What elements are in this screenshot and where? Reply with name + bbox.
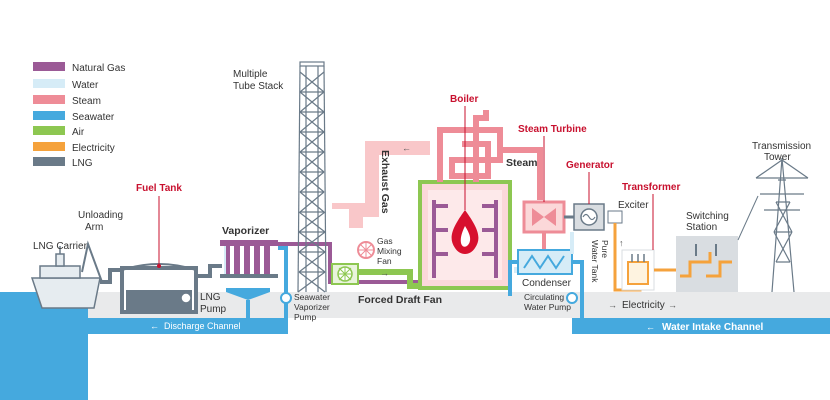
lng-pump-label-1: LNG bbox=[200, 292, 221, 303]
fuel-tank-label: Fuel Tank bbox=[136, 183, 182, 194]
seawater-vaporizer-pump-label-1: Seawater bbox=[294, 292, 330, 302]
seawater-vaporizer-pump-label-3: Pump bbox=[294, 312, 316, 322]
switching-station-label-2: Station bbox=[686, 222, 717, 233]
lng-pump-label-2: Pump bbox=[200, 304, 227, 315]
transformer-label: Transformer bbox=[622, 182, 680, 193]
pure-water-tank-label-2: Water Tank bbox=[590, 240, 600, 283]
forced-draft-fan-label: Forced Draft Fan bbox=[358, 294, 442, 306]
transformer bbox=[621, 249, 655, 291]
lng-carrier-label: LNG Carrier bbox=[33, 241, 88, 252]
seawater-vaporizer-pump-icon bbox=[280, 292, 292, 304]
unloading-arm-label-1: Unloading bbox=[78, 210, 123, 221]
circulating-water-pump-label-1: Circulating bbox=[524, 292, 564, 302]
legend-label-water: Water bbox=[72, 80, 99, 91]
legend-swatch-seawater bbox=[33, 111, 65, 120]
forced-draft-fan-icon bbox=[337, 266, 353, 282]
unloading-arm-label-2: Arm bbox=[85, 222, 103, 233]
steam-label: Steam bbox=[506, 157, 538, 169]
water-intake-channel-label: Water Intake Channel bbox=[662, 322, 764, 333]
transmission-tower-label-1: Transmission bbox=[752, 141, 811, 152]
lng-pipe-carrier-tank bbox=[100, 268, 122, 284]
natural-gas-pipe bbox=[278, 242, 420, 284]
fuel-tank-leader-dot bbox=[157, 264, 161, 268]
circulating-water-pump-icon bbox=[566, 292, 578, 304]
exciter bbox=[607, 210, 623, 224]
boiler-steam-coils bbox=[437, 110, 543, 200]
vaporizer bbox=[220, 240, 278, 300]
gas-mixing-fan bbox=[357, 241, 375, 259]
discharge-channel-label: Discharge Channel bbox=[164, 321, 241, 331]
circulating-water-pump-label-2: Water Pump bbox=[524, 302, 571, 312]
generator bbox=[573, 203, 605, 231]
gas-mixing-fan-label-3: Fan bbox=[377, 256, 392, 266]
legend-label-seawater: Seawater bbox=[72, 112, 115, 123]
switching-station-label-1: Switching bbox=[686, 211, 729, 222]
legend-swatch-natural-gas bbox=[33, 62, 65, 71]
legend: Natural Gas Water Steam Seawater Air Ele… bbox=[33, 62, 125, 169]
multiple-tube-stack-label-2: Tube Stack bbox=[233, 81, 284, 92]
exhaust-gas-duct-to-stack bbox=[332, 203, 359, 228]
electricity-arrow-up: ↑ bbox=[619, 238, 624, 248]
condenser-label: Condenser bbox=[522, 278, 572, 289]
gas-mixing-fan-label-1: Gas bbox=[377, 236, 393, 246]
electricity-arrow-right: → bbox=[668, 300, 677, 310]
legend-label-steam: Steam bbox=[72, 96, 101, 107]
gas-mixing-fan-label-2: Mixing bbox=[377, 246, 402, 256]
steam-turbine bbox=[522, 200, 566, 250]
condenser-discharge-pipe bbox=[508, 260, 518, 296]
electricity-label: Electricity bbox=[622, 300, 665, 311]
air-arrow: → bbox=[380, 268, 389, 278]
legend-label-lng: LNG bbox=[72, 158, 93, 169]
lng-pipe-tank-vaporizer bbox=[196, 264, 222, 278]
discharge-channel bbox=[88, 318, 288, 334]
legend-label-natural-gas: Natural Gas bbox=[72, 63, 125, 74]
multiple-tube-stack-label-1: Multiple bbox=[233, 69, 268, 80]
multiple-tube-stack bbox=[297, 61, 327, 293]
switching-station bbox=[676, 236, 738, 292]
pure-water-tank-label-1: Pure bbox=[600, 240, 610, 258]
transmission-tower-label-2: Tower bbox=[764, 152, 791, 163]
unloading-arm bbox=[81, 240, 103, 283]
electricity-arrow-left: → bbox=[608, 300, 617, 310]
steam-turbine-label: Steam Turbine bbox=[518, 124, 587, 135]
discharge-channel-arrow: ← bbox=[150, 321, 159, 331]
station-to-tower-line bbox=[737, 195, 759, 241]
legend-label-electricity: Electricity bbox=[72, 143, 115, 154]
circulating-water-pipe bbox=[572, 260, 584, 318]
legend-swatch-water bbox=[33, 79, 65, 88]
exhaust-gas-label: Exhaust Gas bbox=[379, 150, 391, 214]
seawater-vaporizer-pump-label-2: Vaporizer bbox=[294, 302, 330, 312]
lng-carrier bbox=[30, 246, 101, 309]
exhaust-arrow-1: ← bbox=[402, 143, 411, 153]
condenser bbox=[517, 249, 573, 275]
water-intake-channel bbox=[572, 318, 830, 334]
legend-label-air: Air bbox=[72, 127, 85, 138]
legend-swatch-steam bbox=[33, 95, 65, 104]
legend-swatch-lng bbox=[33, 157, 65, 166]
sea-left bbox=[0, 292, 88, 400]
legend-swatch-air bbox=[33, 126, 65, 135]
fuel-tank bbox=[120, 263, 198, 314]
transmission-tower bbox=[755, 157, 809, 293]
legend-swatch-electricity bbox=[33, 142, 65, 151]
boiler-label: Boiler bbox=[450, 94, 478, 105]
generator-label: Generator bbox=[566, 160, 614, 171]
water-intake-arrow: ← bbox=[646, 322, 655, 332]
vaporizer-label: Vaporizer bbox=[222, 225, 269, 237]
exciter-label: Exciter bbox=[618, 200, 649, 211]
